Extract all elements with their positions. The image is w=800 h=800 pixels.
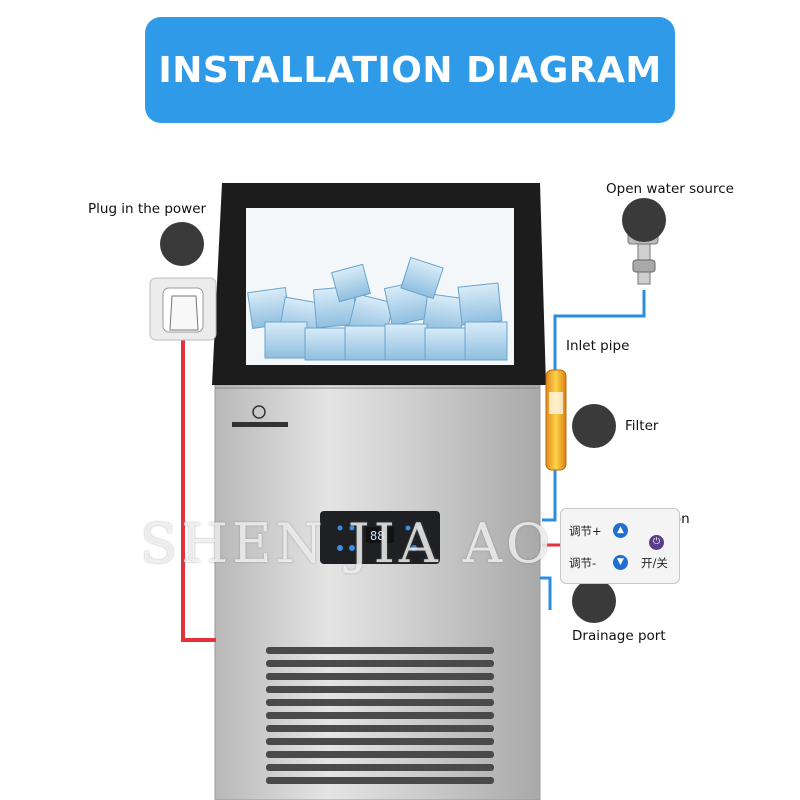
watermark: SHEN JIA AO	[140, 512, 555, 575]
ice-cubes	[247, 256, 508, 361]
svg-text:88: 88	[370, 529, 384, 543]
inlet-pipe-label: Inlet pipe	[566, 338, 630, 354]
plug-power-label: Plug in the power	[88, 201, 207, 217]
drainage-marker	[572, 579, 616, 623]
water-marker	[622, 198, 666, 242]
on-off-label: 开/关	[641, 556, 668, 570]
drainage-label: Drainage port	[572, 628, 666, 644]
title-banner: INSTALLATION DIAGRAM	[145, 17, 675, 123]
plug-marker	[160, 222, 204, 266]
up-arrow-icon: ▲	[613, 523, 628, 538]
adjust-plus-label: 调节+	[569, 524, 602, 538]
open-water-label: Open water source	[606, 181, 734, 197]
filter-label: Filter	[625, 418, 659, 434]
adjust-minus-label: 调节-	[569, 556, 597, 570]
vent-grille	[266, 647, 494, 784]
control-display: 88	[320, 511, 440, 564]
wall-outlet	[149, 277, 217, 341]
inlet-pipe-lower	[542, 466, 557, 522]
machine-body	[214, 384, 541, 800]
power-cord	[181, 330, 216, 642]
brand-logo	[232, 405, 288, 427]
down-arrow-icon: ▼	[613, 555, 628, 570]
power-icon: ⏻	[649, 535, 664, 550]
control-panel-callout: 调节+ ▲ 调节- ▼ ⏻ 开/关	[560, 508, 680, 584]
filter-cartridge	[545, 369, 567, 471]
machine-top	[212, 183, 546, 385]
inlet-pipe	[553, 290, 646, 372]
filter-marker	[572, 404, 616, 448]
drainage-pipe	[540, 576, 552, 610]
